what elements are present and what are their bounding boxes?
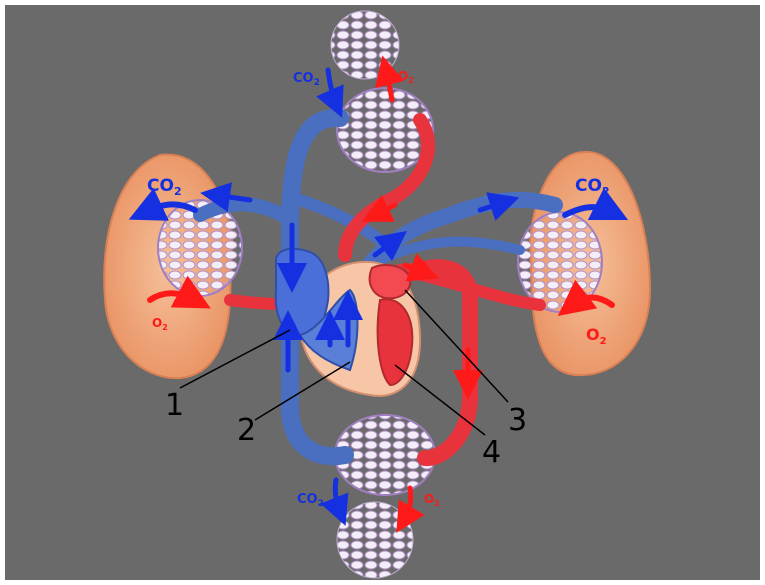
number-label-1: 1: [165, 388, 184, 423]
bottom-tissue-cells: [337, 502, 413, 578]
top-tissue-cells: [331, 11, 399, 79]
number-label-3: 3: [508, 403, 527, 438]
left-atrium: [370, 265, 411, 298]
number-label-4: 4: [482, 435, 501, 470]
cell-cluster-icon: [331, 11, 399, 79]
cell-cluster-icon: [337, 502, 413, 578]
number-label-2: 2: [237, 413, 256, 448]
